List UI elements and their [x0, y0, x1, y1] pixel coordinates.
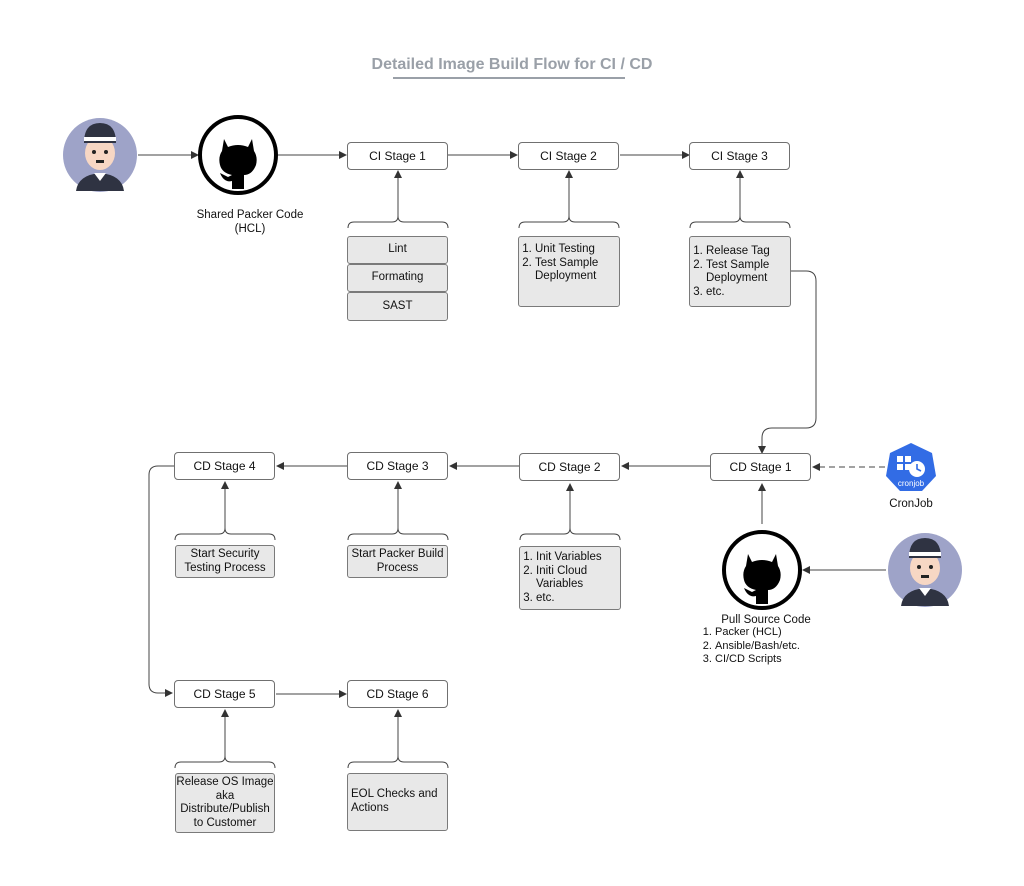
arrow-ci3-to-cd1	[758, 270, 817, 454]
cd-stage-3[interactable]: CD Stage 3	[347, 452, 448, 480]
cd4-note: Start Security Testing Process	[175, 545, 275, 578]
cd-stage-4[interactable]: CD Stage 4	[174, 452, 275, 480]
brace-ci1	[347, 215, 449, 229]
shared-code-label-line2: (HCL)	[234, 223, 266, 235]
cd2-item: etc.	[536, 592, 616, 606]
brace-cd5	[174, 755, 276, 769]
brace-cd2	[519, 527, 621, 541]
ci2-note: Unit Testing Test Sample Deployment	[518, 236, 620, 307]
developer-avatar-icon	[888, 533, 962, 607]
ci3-item: Release Tag	[706, 245, 786, 259]
kubernetes-cronjob-icon: cronjob	[886, 443, 936, 491]
ci1-item-lint: Lint	[347, 236, 448, 264]
cd-stage-2[interactable]: CD Stage 2	[519, 453, 620, 481]
cd-stage-5[interactable]: CD Stage 5	[174, 680, 275, 708]
ci-stage-3[interactable]: CI Stage 3	[689, 142, 790, 170]
ci3-note: Release Tag Test Sample Deployment etc.	[689, 236, 791, 307]
github-octocat-icon	[198, 115, 278, 195]
cd2-item: Initi Cloud Variables	[536, 565, 616, 592]
brace-cd6	[347, 755, 449, 769]
brace-cd4	[174, 527, 276, 541]
cronjob-label: CronJob	[889, 498, 933, 510]
cd6-note-text: EOL Checks and Actions	[351, 788, 438, 814]
brace-ci2	[518, 215, 620, 229]
ci3-item: Test Sample Deployment	[706, 259, 786, 286]
ci3-item: etc.	[706, 286, 786, 300]
ci1-item-sast: SAST	[347, 292, 448, 321]
cd3-note: Start Packer Build Process	[347, 545, 448, 578]
github-octocat-icon	[722, 530, 802, 610]
brace-cd3	[347, 527, 449, 541]
pull-source-list: Packer (HCL) Ansible/Bash/etc. CI/CD Scr…	[702, 626, 800, 667]
pull-source-label: Pull Source Code	[721, 614, 811, 626]
ci2-item: Test Sample Deployment	[535, 257, 615, 284]
ci1-item-formating: Formating	[347, 264, 448, 292]
pull-source-item: CI/CD Scripts	[715, 653, 800, 667]
shared-code-label: Shared Packer Code (HCL)	[188, 208, 312, 236]
developer-avatar-icon	[63, 118, 137, 192]
ci2-item: Unit Testing	[535, 243, 615, 257]
arrow-cd4-to-cd5	[148, 465, 174, 697]
pull-source-item: Ansible/Bash/etc.	[715, 640, 800, 654]
cd5-note: Release OS Image aka Distribute/Publish …	[175, 773, 275, 833]
cd2-item: Init Variables	[536, 551, 616, 565]
ci-stage-2[interactable]: CI Stage 2	[518, 142, 619, 170]
cronjob-icon-text: cronjob	[898, 479, 925, 488]
cd-stage-1[interactable]: CD Stage 1	[710, 453, 811, 481]
title-underline	[393, 77, 625, 79]
shared-code-label-line1: Shared Packer Code	[196, 209, 304, 221]
cd-stage-6[interactable]: CD Stage 6	[347, 680, 448, 708]
cd6-note: EOL Checks and Actions	[347, 773, 448, 831]
cd2-note: Init Variables Initi Cloud Variables etc…	[519, 546, 621, 610]
pull-source-item: Packer (HCL)	[715, 626, 800, 640]
brace-ci3	[689, 215, 791, 229]
diagram-title: Detailed Image Build Flow for CI / CD	[371, 56, 653, 73]
ci-stage-1[interactable]: CI Stage 1	[347, 142, 448, 170]
